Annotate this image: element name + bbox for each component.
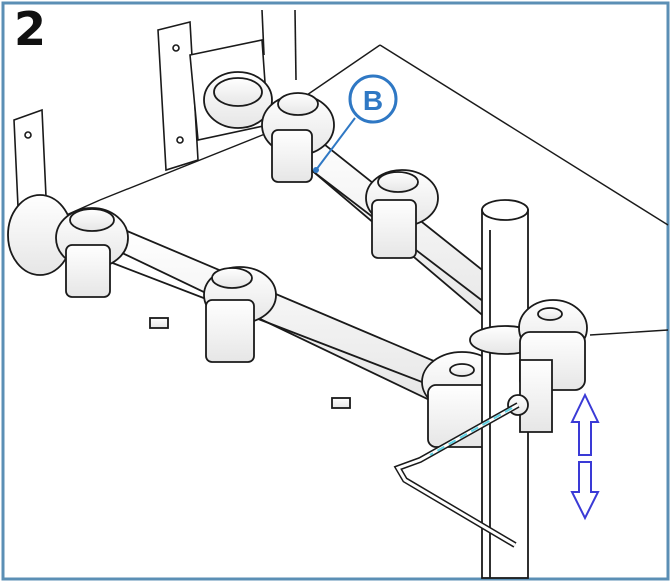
double-vertical-arrow-icon: [570, 392, 600, 521]
lower-arm: [7, 194, 503, 448]
allen-key-icon: [393, 402, 520, 548]
callout-label: B: [363, 85, 383, 116]
upper-arm: [203, 71, 522, 332]
pole: [481, 199, 529, 579]
step-number: 2: [14, 2, 47, 56]
callout-b: [313, 74, 398, 173]
pole-clamp: [469, 299, 588, 433]
